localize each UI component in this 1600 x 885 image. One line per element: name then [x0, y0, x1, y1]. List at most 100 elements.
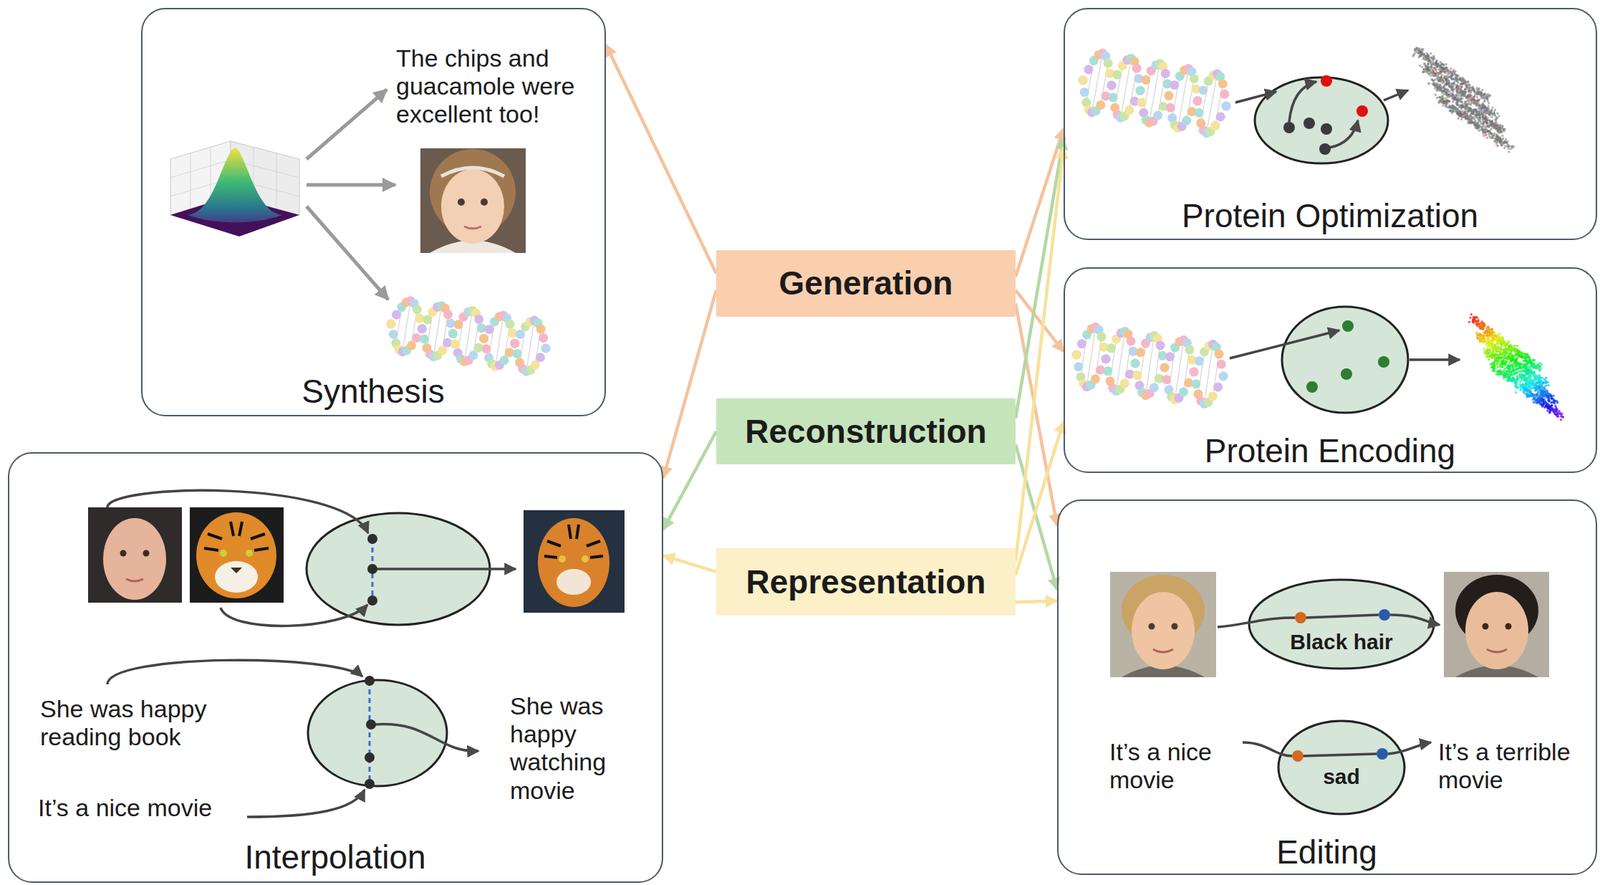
- scatter-cloud: [1440, 75, 1443, 79]
- girl-face-image: [457, 198, 465, 206]
- scatter-cloud: [1473, 99, 1476, 102]
- scatter-cloud: [1494, 124, 1497, 127]
- girl-face-image: [420, 148, 526, 253]
- dna-helix: [1072, 350, 1082, 360]
- dna-helix: [419, 334, 430, 344]
- scatter-cloud: [1468, 85, 1471, 88]
- latent-space: [1229, 306, 1460, 413]
- scatter-cloud: [1499, 130, 1502, 133]
- latent-space: [1235, 91, 1277, 103]
- latent-space: [1303, 117, 1315, 129]
- scatter-cloud: [1466, 80, 1469, 84]
- dna-helix: [448, 328, 458, 339]
- dna-helix: [1107, 80, 1117, 91]
- scatter-cloud: [1438, 83, 1442, 86]
- scatter-cloud: [1478, 113, 1482, 117]
- scatter-cloud: [1493, 133, 1496, 137]
- scatter-cloud: [1487, 112, 1490, 115]
- dna-helix: [1221, 101, 1232, 112]
- scatter-cloud: [1461, 97, 1464, 100]
- gaussian-plot: [187, 147, 283, 223]
- tiger-man-image: [556, 568, 591, 595]
- scatter-cloud: [1442, 63, 1445, 66]
- dna-helix: [1169, 80, 1179, 90]
- dna-helix: [1103, 58, 1113, 69]
- scatter-cloud: [1429, 52, 1432, 55]
- dna-helix: [479, 333, 489, 344]
- scatter-cloud: [1426, 62, 1429, 65]
- scatter-cloud: [1457, 103, 1460, 106]
- dna-helix: [388, 329, 399, 339]
- scatter-cloud: [1501, 134, 1504, 137]
- woman-face-image: [88, 507, 182, 603]
- sampling-arrow: [306, 183, 396, 187]
- scatter-cloud: [1423, 62, 1426, 65]
- dna-helix: [1218, 371, 1229, 382]
- scatter-cloud: [1445, 78, 1448, 81]
- scatter-cloud: [1435, 62, 1438, 65]
- scatter-cloud: [1460, 118, 1463, 121]
- scatter-cloud: [1497, 114, 1500, 117]
- dna-helix: [504, 319, 515, 329]
- dna-helix: [1193, 95, 1203, 106]
- dna-helix: [1073, 361, 1083, 371]
- dna-helix: [1189, 73, 1199, 84]
- scatter-cloud: [1453, 110, 1457, 113]
- scatter-cloud: [1433, 74, 1436, 77]
- scatter-cloud: [1481, 116, 1484, 119]
- dna-helix: [1135, 85, 1146, 96]
- scatter-cloud: [1516, 376, 1520, 379]
- scatter-cloud: [1501, 137, 1505, 140]
- dna-helix: [1213, 382, 1223, 392]
- scatter-cloud: [1439, 70, 1442, 74]
- scatter-cloud: [1487, 113, 1490, 116]
- scatter-cloud: [1418, 52, 1421, 56]
- girl-face-image: [420, 148, 526, 253]
- scatter-cloud: [1489, 124, 1492, 127]
- latent-space: [365, 719, 377, 730]
- scatter-cloud: [1444, 75, 1447, 79]
- scatter-cloud: [1488, 120, 1492, 123]
- scatter-cloud: [1489, 120, 1492, 123]
- scatter-cloud: [1474, 111, 1477, 114]
- dna-helix: [391, 310, 402, 320]
- dna-helix: [468, 350, 478, 360]
- scatter-cloud: [1423, 52, 1426, 56]
- tiger-face-image: [219, 549, 228, 557]
- scatter-cloud: [1519, 380, 1522, 383]
- scatter-cloud: [1501, 141, 1505, 144]
- dna-helix: [1165, 103, 1176, 113]
- scatter-cloud: [1484, 112, 1487, 115]
- scatter-cloud: [1456, 112, 1459, 115]
- scatter-cloud: [1507, 150, 1510, 153]
- scatter-cloud: [1478, 104, 1481, 107]
- scatter-cloud: [1466, 113, 1469, 117]
- scatter-cloud: [1461, 100, 1464, 104]
- scatter-cloud: [1459, 105, 1462, 109]
- scatter-cloud: [1453, 95, 1456, 98]
- scatter-cloud: [1435, 89, 1438, 92]
- scatter-cloud: [1478, 111, 1481, 114]
- dna-helix: [1135, 347, 1146, 357]
- scatter-cloud: [1446, 71, 1449, 74]
- scatter-cloud: [1481, 128, 1484, 131]
- scatter-cloud: [1467, 90, 1470, 94]
- scatter-cloud: [1455, 78, 1458, 81]
- dna-helix: [1193, 95, 1203, 106]
- scatter-cloud: [1437, 79, 1440, 82]
- scatter-cloud: [1426, 57, 1429, 60]
- dna-helix: [1198, 85, 1208, 95]
- scatter-cloud: [1445, 79, 1448, 82]
- scatter-cloud: [1441, 98, 1444, 101]
- dna-helix: [541, 343, 551, 354]
- dna-helix: [1107, 80, 1117, 91]
- scatter-cloud: [1480, 96, 1483, 99]
- dna-helix: [417, 323, 427, 334]
- scatter-cloud: [1499, 130, 1502, 133]
- gaussian-plot: [170, 141, 300, 237]
- scatter-cloud: [1447, 93, 1450, 96]
- scatter-cloud: [1490, 116, 1493, 119]
- scatter-cloud: [1425, 55, 1428, 58]
- scatter-cloud: [1452, 98, 1455, 101]
- scatter-cloud: [1439, 86, 1442, 89]
